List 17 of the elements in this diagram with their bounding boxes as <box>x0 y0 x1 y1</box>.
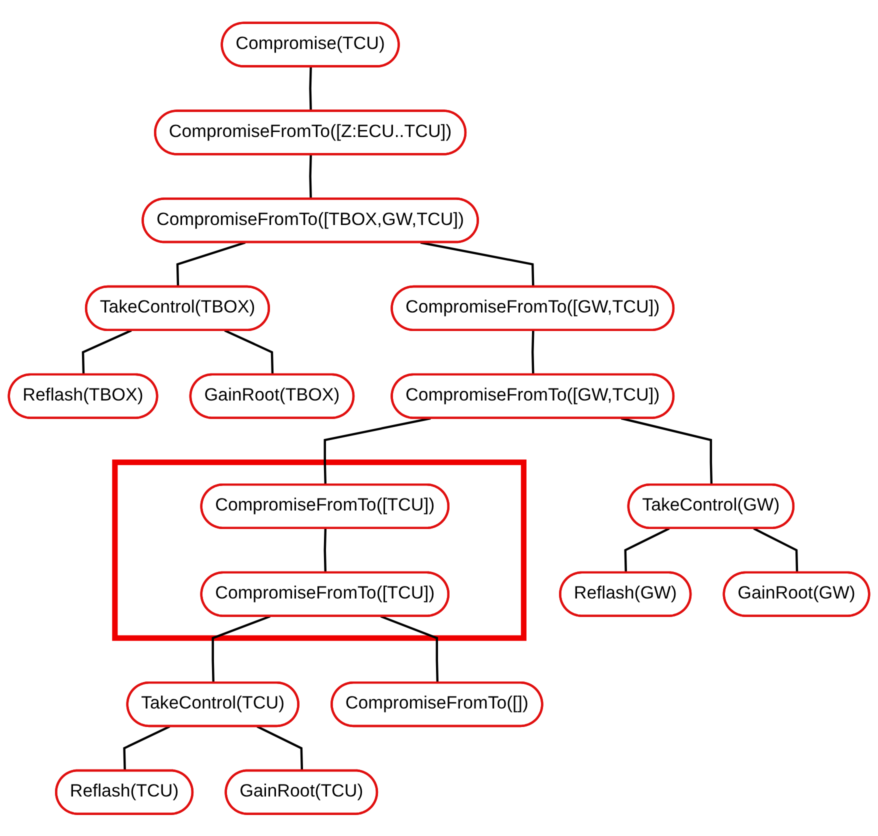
connector <box>380 614 439 683</box>
connector <box>324 416 431 485</box>
connector <box>309 66 312 111</box>
connector <box>176 241 246 287</box>
cluster <box>112 459 526 640</box>
connector <box>324 528 327 573</box>
connector <box>82 329 132 375</box>
connector <box>212 614 271 683</box>
connector <box>309 154 312 199</box>
connector <box>624 527 670 573</box>
connector <box>620 416 713 485</box>
connector <box>753 527 798 573</box>
connector <box>224 329 274 375</box>
connector <box>256 725 304 771</box>
connector <box>532 330 534 375</box>
connector <box>123 725 170 771</box>
connector <box>420 241 534 287</box>
